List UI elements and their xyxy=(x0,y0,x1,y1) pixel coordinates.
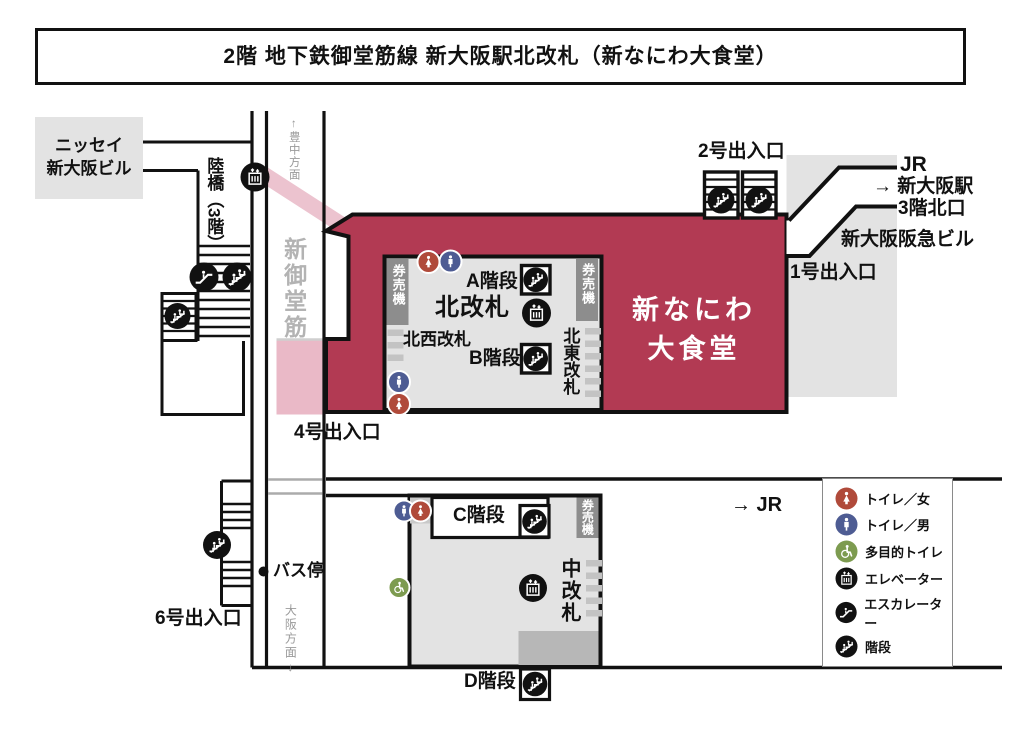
shin-midosuji-label: 新御堂筋 xyxy=(280,237,307,341)
legend-label: エスカレーター xyxy=(864,596,943,631)
west-landing xyxy=(160,340,245,416)
legend-label: トイレ／男 xyxy=(865,518,931,534)
stairs-b-icon xyxy=(519,342,552,375)
legend-label: トイレ／女 xyxy=(865,491,931,507)
ticket-machine-label: 券売機 xyxy=(580,263,596,305)
exit4-label: 4号出入口 xyxy=(294,422,381,443)
exit4-passage xyxy=(276,338,323,415)
legend-item: トイレ／女 xyxy=(823,487,952,510)
ticket-machine-label: 券売機 xyxy=(390,264,406,306)
stairs-a-label: A階段 xyxy=(466,271,518,292)
map-title: 2階 地下鉄御堂筋線 新大阪駅北改札（新なにわ大食堂） xyxy=(35,28,966,85)
elevator-icon xyxy=(522,298,551,328)
toilet-female-icon xyxy=(835,487,858,510)
north-concourse xyxy=(382,254,604,412)
middle-dark-area xyxy=(518,631,599,665)
stairs-icon xyxy=(222,262,252,292)
footbridge-label: 陸橋（3階） xyxy=(204,157,224,252)
toilet-male-icon xyxy=(438,249,463,274)
ticket-machines-middle xyxy=(576,497,599,538)
legend-item: エスカレーター xyxy=(823,594,952,632)
elevator-icon xyxy=(835,567,858,590)
elevator-icon xyxy=(240,162,270,192)
legend: トイレ／女 トイレ／男 多目的トイレ エレベーター エスカレーター 階段 xyxy=(822,478,953,667)
northeast-gate-label: 北東改札 xyxy=(560,327,580,395)
stairs-a-icon xyxy=(519,263,552,296)
legend-item: トイレ／男 xyxy=(823,513,952,536)
toyonaka-direction-label: ↑豊中方面 xyxy=(287,118,300,181)
ticket-machine-label: 券売機 xyxy=(580,499,595,535)
northeast-gate-ticks xyxy=(585,328,601,397)
elevator-icon xyxy=(519,574,547,602)
legend-item: 階段 xyxy=(823,635,952,658)
toilet-female-icon xyxy=(416,250,441,274)
legend-item: エレベーター xyxy=(823,567,952,590)
to-jr-label: → JR xyxy=(731,494,783,516)
legend-label: 多目的トイレ xyxy=(865,545,944,561)
legend-item: 多目的トイレ xyxy=(823,540,952,563)
jr-walkway-lower-edge xyxy=(786,204,897,258)
toilet-female-icon xyxy=(387,392,411,416)
exit2-label: 2号出入口 xyxy=(698,141,785,162)
stairs-icon xyxy=(164,303,191,329)
middle-gate-label: 中改札 xyxy=(558,558,580,624)
toilet-female-icon xyxy=(409,499,432,523)
jr-walkway-upper-edge xyxy=(787,165,897,222)
exit6-label: 6号出入口 xyxy=(155,608,242,629)
exit2-stairs xyxy=(702,170,778,220)
stairs-d-label: D階段 xyxy=(464,671,516,692)
crossing-road xyxy=(268,478,323,495)
stairs-b-label: B階段 xyxy=(469,348,521,369)
escalator-icon xyxy=(189,262,219,292)
exit6-stairs xyxy=(220,479,252,607)
accessible-toilet-icon xyxy=(835,540,858,563)
bus-stop-label: バス停 xyxy=(273,561,324,580)
shin-naniwa-dining-label: 新なにわ 大食堂 xyxy=(632,294,756,364)
escalator-icon xyxy=(835,601,857,624)
legend-label: エレベーター xyxy=(865,571,944,587)
hankyu-building-label: 新大阪阪急ビル xyxy=(841,229,975,250)
toilet-male-icon xyxy=(387,370,411,394)
middle-gate-ticks xyxy=(586,560,602,617)
osaka-direction-label: 大阪方面↓ xyxy=(283,604,298,676)
north-gate-label: 北改札 xyxy=(435,294,510,321)
exit1-label: 1号出入口 xyxy=(790,262,877,283)
nissei-building-label: ニッセイ 新大阪ビル xyxy=(35,117,143,199)
stairs-icon xyxy=(203,531,231,559)
accessible-toilet-icon xyxy=(387,576,411,599)
legend-label: 階段 xyxy=(865,640,892,656)
jr-walkway xyxy=(786,169,897,258)
toilet-male-icon xyxy=(835,513,858,536)
ticket-machines-nw xyxy=(386,259,409,325)
jr-label: JR xyxy=(900,153,927,176)
north-gate-3f-label: 3階北口 xyxy=(898,198,966,219)
ticket-machines-ne xyxy=(576,259,598,321)
northwest-gate-label: 北西改札 xyxy=(403,330,471,349)
stairs-icon xyxy=(835,635,858,658)
stairs-icon xyxy=(707,186,773,214)
stairs-d-icon xyxy=(518,667,552,702)
to-shin-osaka-label: → 新大阪駅 xyxy=(873,176,974,197)
bus-stop-dot xyxy=(258,566,269,577)
stairs-c-icon xyxy=(518,503,551,539)
northwest-gate-ticks xyxy=(387,329,404,361)
stairs-c-label: C階段 xyxy=(453,505,505,526)
